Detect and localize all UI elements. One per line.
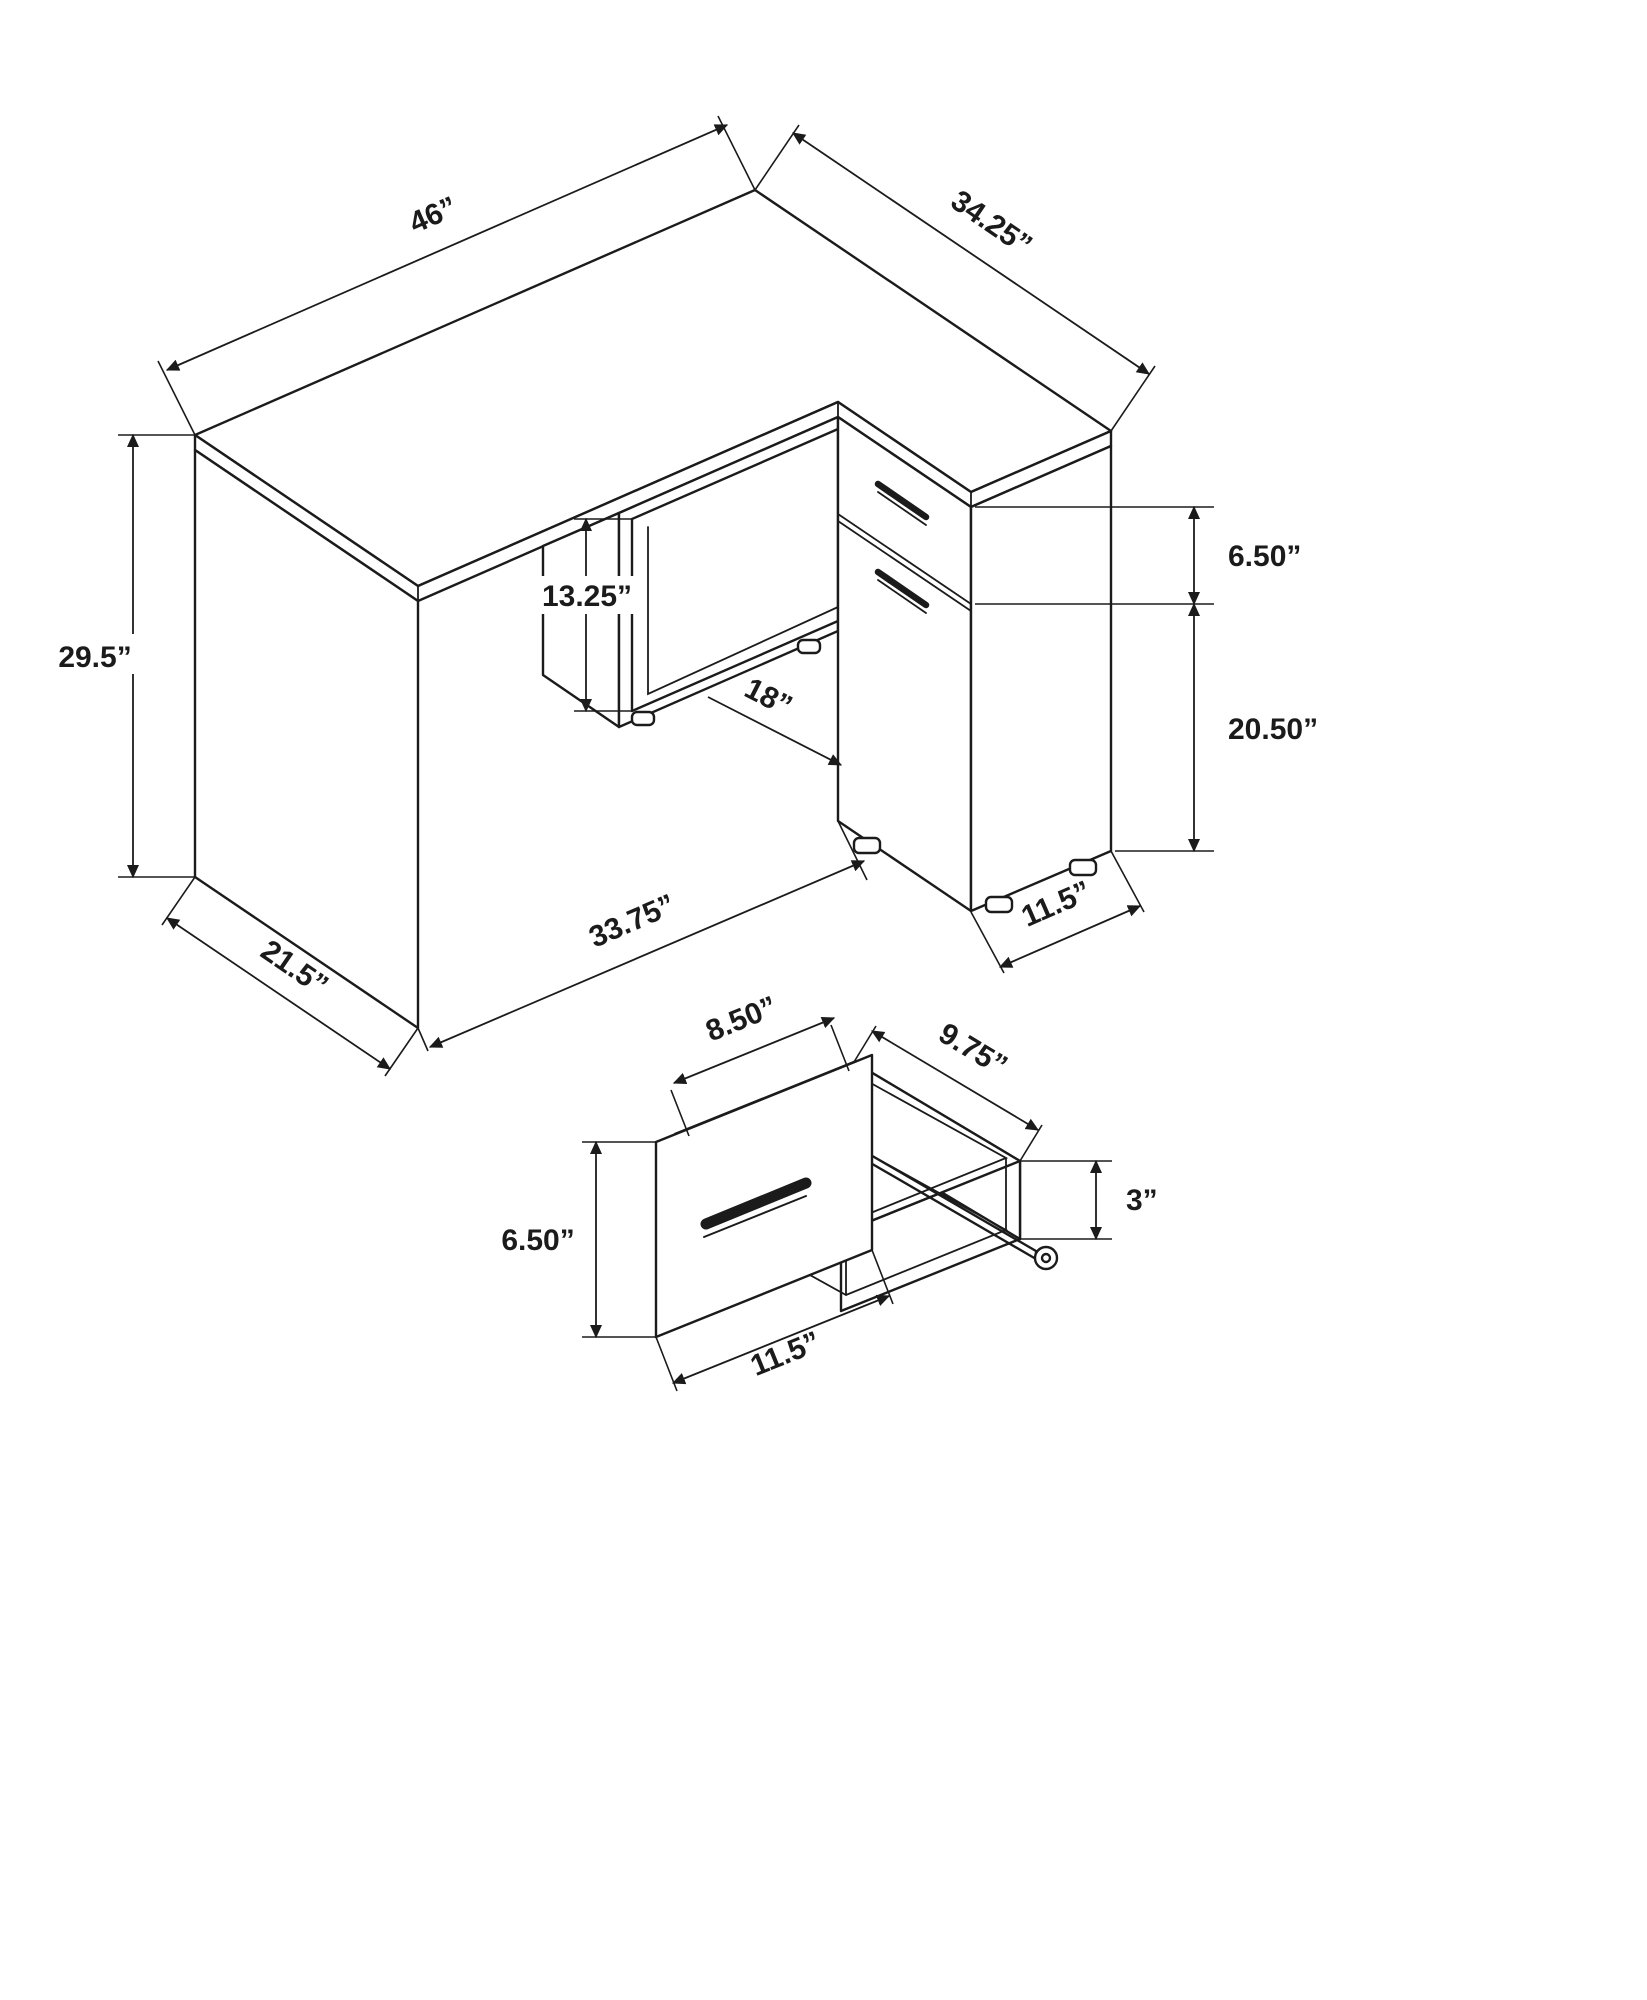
dim-label-drawer-rail-height: 3” <box>1126 1184 1158 1217</box>
dim-label-front-width: 33.75” <box>584 888 680 954</box>
dim-drawer-front-height: 6.50” <box>501 1140 656 1339</box>
cabinet-door-handle <box>874 568 930 609</box>
dim-door-height: 20.50” <box>1115 602 1318 853</box>
slide-wheel-hub <box>1040 1252 1052 1264</box>
label-mask <box>538 576 636 614</box>
dim-label-desktop-length: 46” <box>404 191 462 241</box>
drawer-handle-shadow <box>703 1195 807 1238</box>
dim-label-return-depth: 34.25” <box>945 184 1038 262</box>
foot <box>630 710 656 727</box>
dim-label-drawer-inner-depth: 9.75” <box>933 1017 1013 1083</box>
dim-label-shelf-opening-height: 13.25” <box>542 580 632 613</box>
dim-shelf-width: 18” <box>707 672 843 766</box>
dim-shelf-opening-height: 13.25” <box>538 517 636 713</box>
shelf-side-panel <box>541 511 621 729</box>
storage-cabinet <box>836 415 1113 913</box>
cabinet-drawer-handle-shadow <box>877 491 927 526</box>
drawer-slide-rail <box>860 1148 1059 1271</box>
foot <box>796 638 822 655</box>
open-shelf-unit <box>541 415 840 729</box>
dim-drawer-front-height: 6.50” <box>975 505 1301 606</box>
foot <box>852 836 882 855</box>
drawer-handle <box>700 1177 812 1230</box>
cabinet-door-handle-shadow <box>877 579 927 614</box>
dim-label-desk-height: 29.5” <box>58 641 131 674</box>
dim-desktop-length: 46” <box>157 115 756 436</box>
desktop-corner-edges <box>417 401 972 602</box>
dim-front-width: 33.75” <box>417 820 868 1052</box>
dim-label-drawer-front-height: 6.50” <box>501 1224 574 1257</box>
dim-label-drawer-inner-width: 8.50” <box>701 990 781 1048</box>
foot <box>1068 858 1098 877</box>
dim-label-drawer-front-width: 11.5” <box>746 1325 825 1382</box>
dim-label-shelf-width: 18” <box>739 672 797 723</box>
corner-desk-view: 46” 34.25” 29.5” 21.5” 33.75” 1 <box>45 115 1318 1077</box>
drawer-front-panel <box>654 1053 874 1339</box>
dim-label-door-height: 20.50” <box>1228 713 1318 746</box>
cabinet-right-face <box>969 444 1113 913</box>
dim-drawer-rail-height: 3” <box>1020 1159 1158 1241</box>
dim-desk-height: 29.5” <box>45 433 195 879</box>
label-mask <box>45 634 145 674</box>
shelf-interior-lines <box>647 526 839 696</box>
foot <box>984 895 1014 914</box>
drawer-door-divider <box>837 513 972 612</box>
dim-label-drawer-front-height: 6.50” <box>1228 540 1301 573</box>
cabinet-drawer-handle <box>874 480 930 521</box>
drawer-detail-view: 8.50” 9.75” 6.50” 3” 11.5” <box>501 990 1158 1392</box>
